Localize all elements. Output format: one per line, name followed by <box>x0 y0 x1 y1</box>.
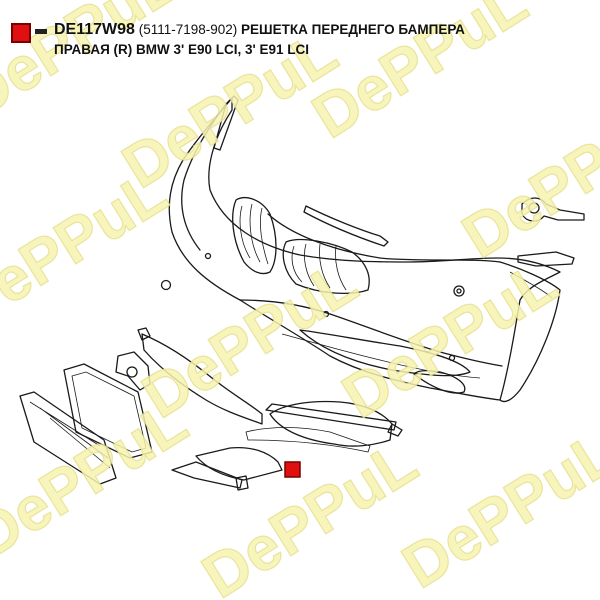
bumper-cover <box>160 97 561 403</box>
right-lower-grille <box>245 400 403 453</box>
fog-light-holder <box>517 197 585 267</box>
marker-dash <box>35 29 47 34</box>
description-line-1: РЕШЕТКА ПЕРЕДНЕГО БАМПЕРА <box>241 22 465 37</box>
kidney-grilles <box>232 197 370 294</box>
license-plate-holder <box>63 363 153 459</box>
center-lower-grille <box>137 327 263 425</box>
lower-carrier-panel <box>19 391 117 485</box>
highlight-marker <box>284 461 301 478</box>
marker-square <box>11 23 31 43</box>
description-line-2: ПРАВАЯ (R) BMW 3' E90 LCI, 3' E91 LCI <box>54 42 310 57</box>
trim-strips <box>213 95 389 247</box>
left-mounting-bracket <box>115 351 151 391</box>
part-code: DE117W98 <box>54 21 135 38</box>
product-header: DE117W98 (5111-7198-902) РЕШЕТКА ПЕРЕДНЕ… <box>8 20 592 64</box>
left-lower-grille <box>171 446 283 491</box>
title-line-1: DE117W98 (5111-7198-902) РЕШЕТКА ПЕРЕДНЕ… <box>54 20 594 40</box>
oem-number: (5111-7198-902) <box>138 22 238 37</box>
